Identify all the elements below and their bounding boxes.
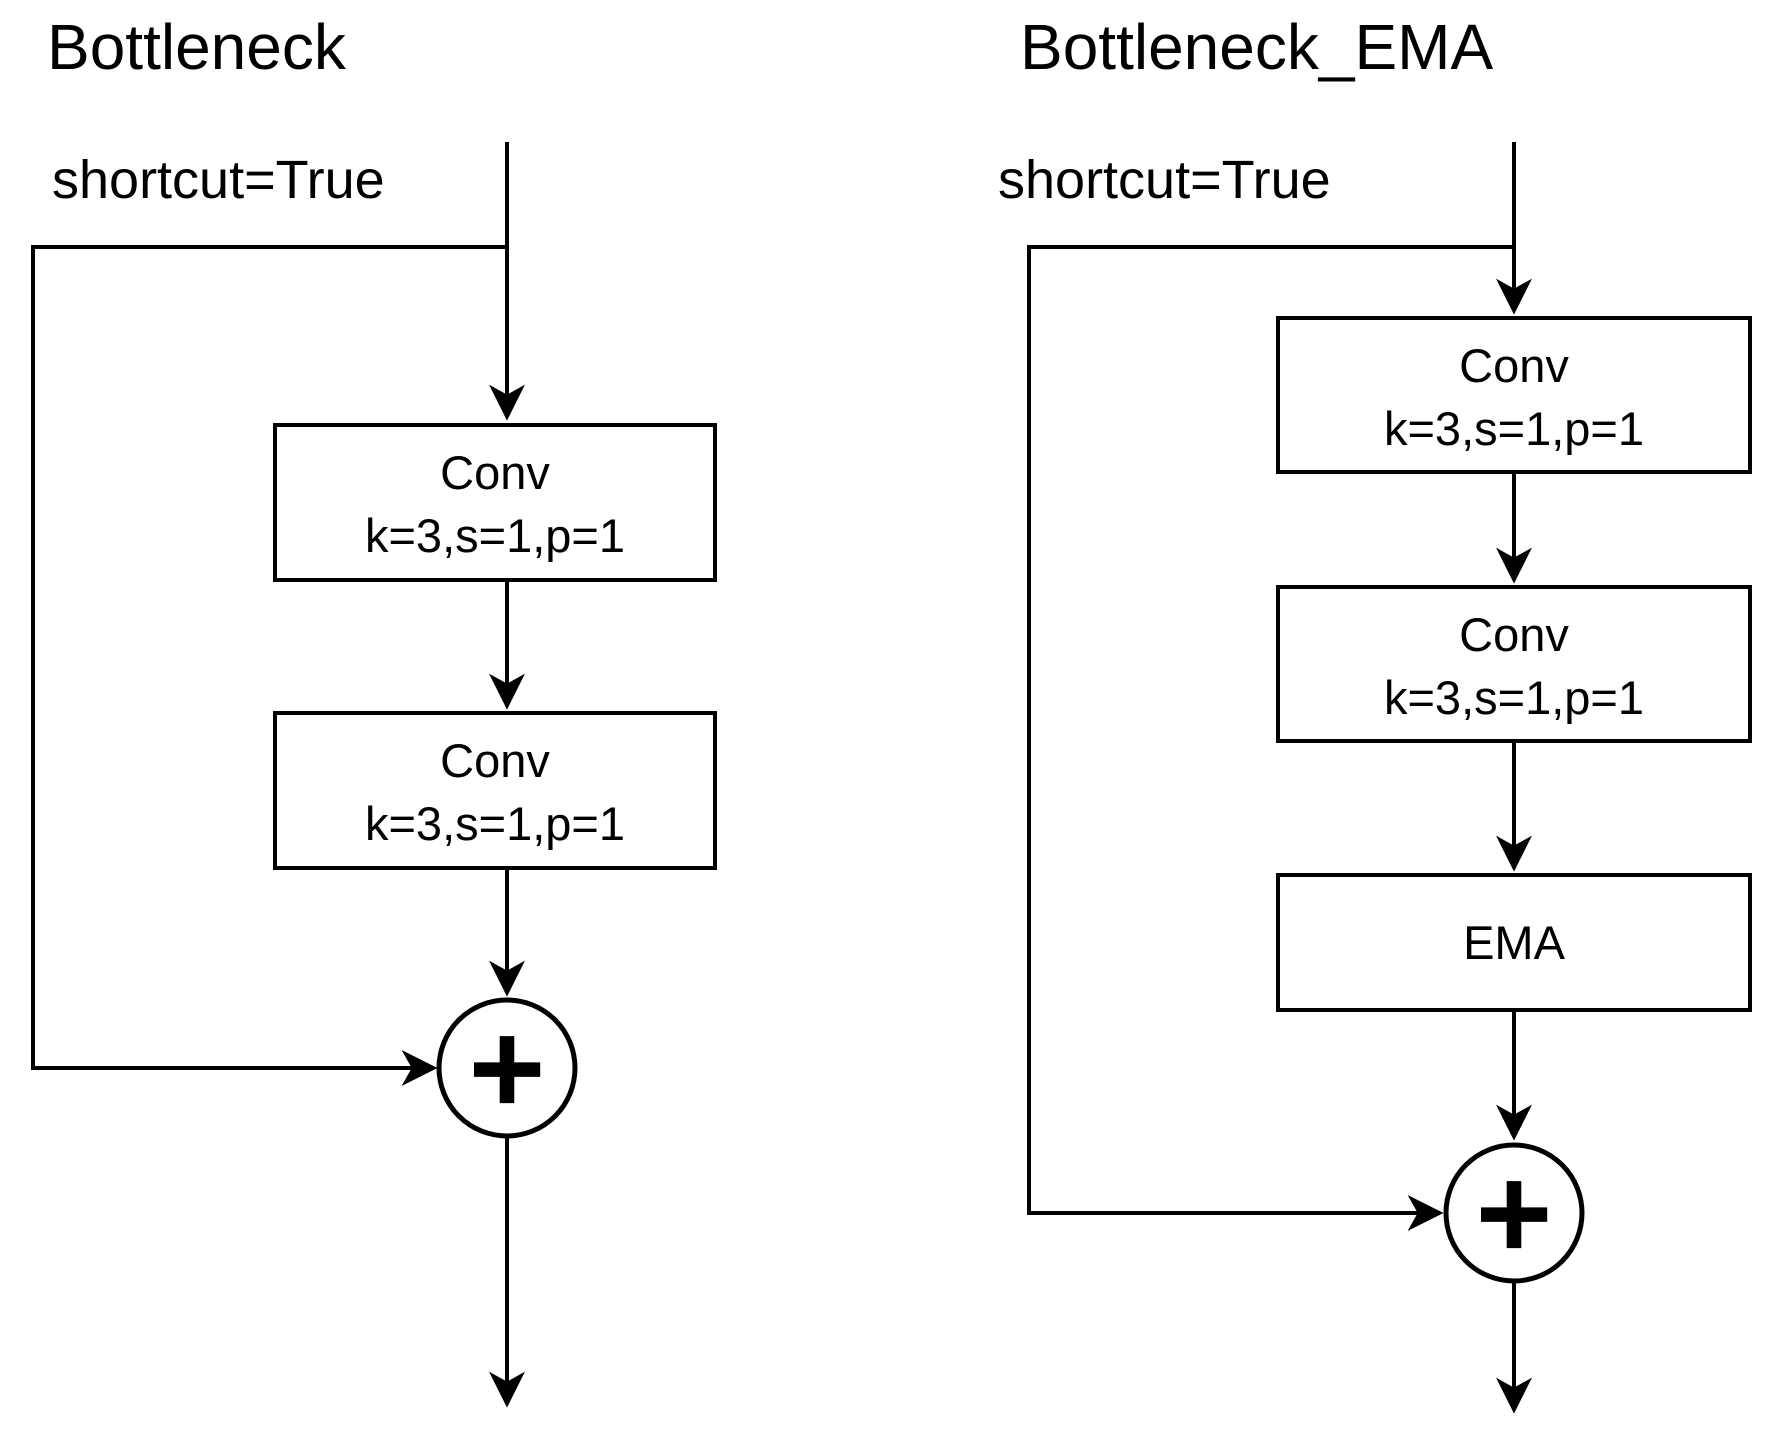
shortcut-label: shortcut=True bbox=[998, 150, 1331, 210]
diagram-title: Bottleneck_EMA bbox=[1020, 11, 1493, 83]
conv-block-1-name: Conv bbox=[1459, 339, 1569, 392]
conv-block-2-name: Conv bbox=[1459, 608, 1569, 661]
conv-block-1 bbox=[273, 423, 717, 582]
conv-block-2-params: k=3,s=1,p=1 bbox=[365, 797, 625, 850]
shortcut-path-arrow bbox=[1027, 245, 1514, 1231]
conv-block-2-params: k=3,s=1,p=1 bbox=[1384, 671, 1644, 724]
conv-block-1-name: Conv bbox=[440, 446, 550, 499]
conv-block-2 bbox=[273, 711, 717, 870]
ema-block bbox=[1276, 873, 1752, 1012]
conv-block-2 bbox=[1276, 585, 1752, 743]
bottleneck-ema-diagram: Bottleneck_EMA shortcut=True Conv k=3,s=… bbox=[998, 11, 1752, 1414]
diagram-title: Bottleneck bbox=[47, 11, 347, 83]
bottleneck-diagram: Bottleneck shortcut=True Conv k=3,s=1,p=… bbox=[31, 11, 717, 1408]
shortcut-label: shortcut=True bbox=[52, 150, 385, 210]
conv-block-1-params: k=3,s=1,p=1 bbox=[365, 509, 625, 562]
shortcut-path-arrow bbox=[31, 245, 507, 1086]
conv-block-2-name: Conv bbox=[440, 734, 550, 787]
plus-icon: + bbox=[1475, 1140, 1552, 1287]
conv-block-1-params: k=3,s=1,p=1 bbox=[1384, 402, 1644, 455]
plus-icon: + bbox=[468, 995, 545, 1142]
ema-block-name: EMA bbox=[1463, 916, 1566, 969]
